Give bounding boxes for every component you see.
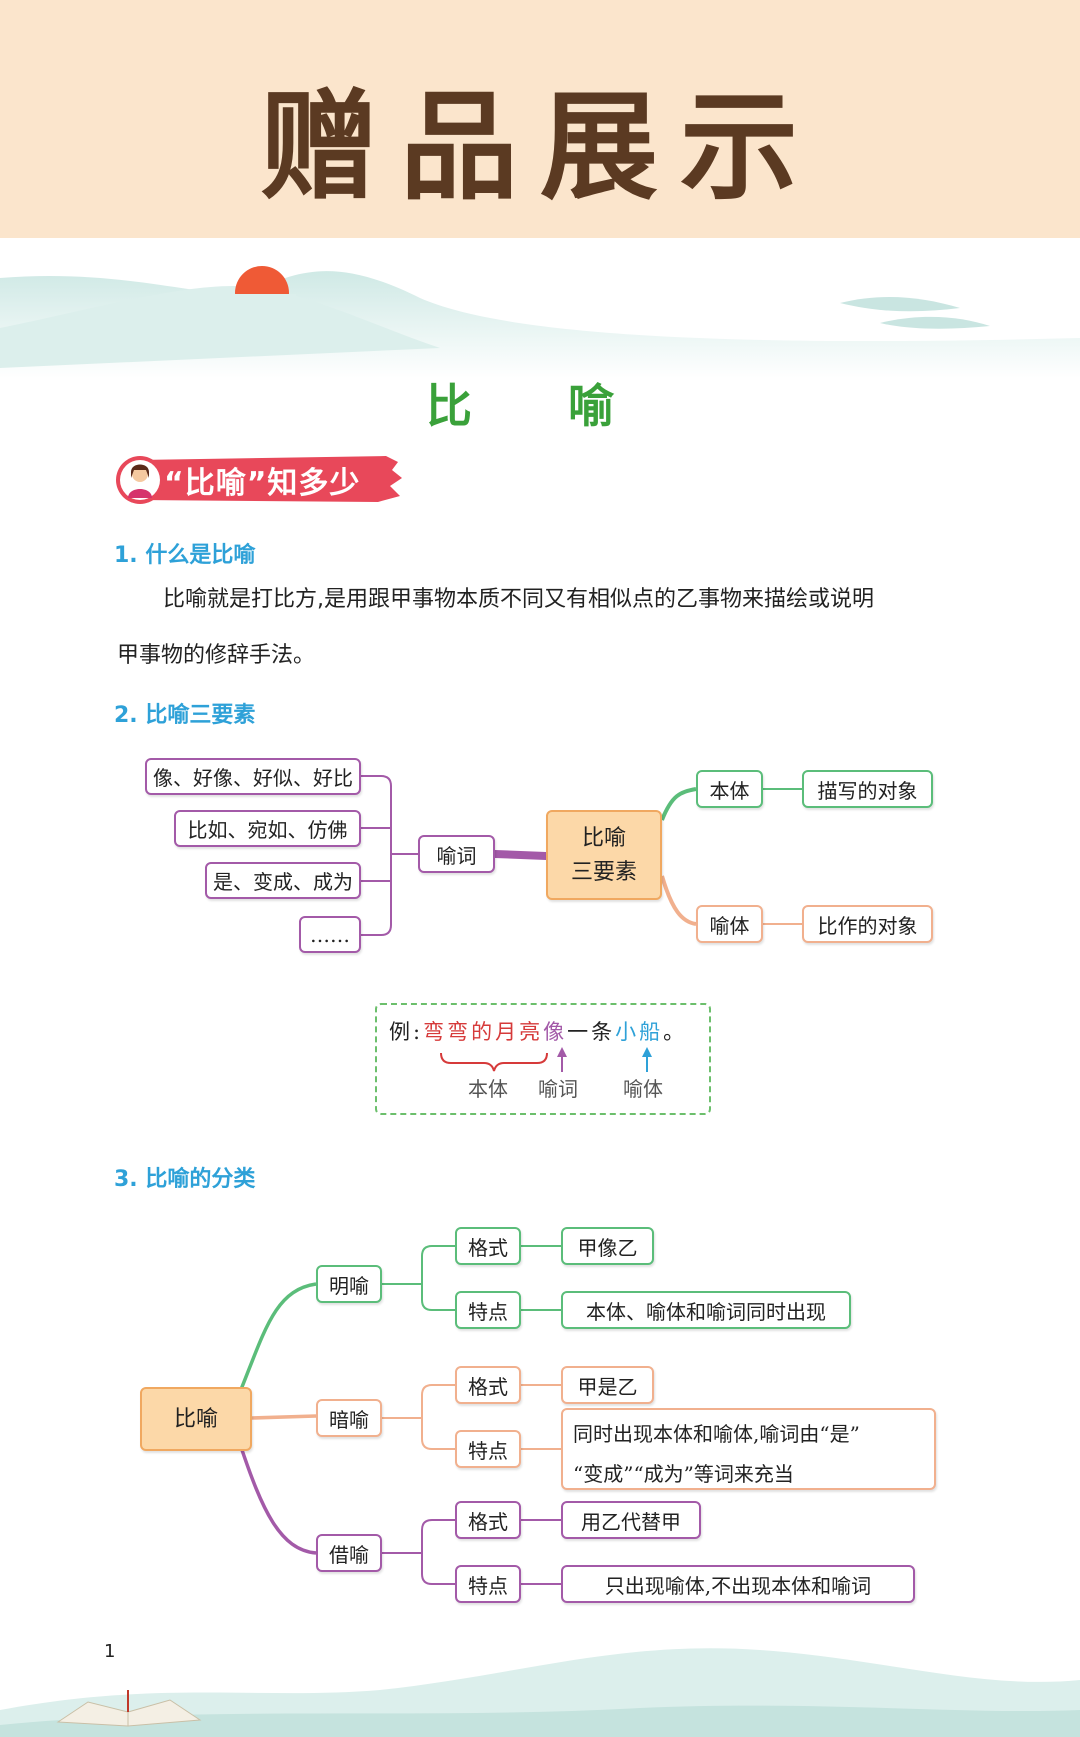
yuti-node: 喻体 bbox=[696, 905, 763, 943]
anyu-format: 甲是乙 bbox=[561, 1366, 654, 1404]
three-elements-center-node: 比喻 三要素 bbox=[546, 810, 662, 900]
anyu-feature: 同时出现本体和喻体,喻词由“是” “变成”“成为”等词来充当 bbox=[561, 1408, 936, 1490]
example-label-yuti: 喻体 bbox=[623, 1077, 663, 1101]
minyu-node: 明喻 bbox=[316, 1265, 382, 1303]
anyu-feature-line-1: 同时出现本体和喻体,喻词由“是” bbox=[573, 1422, 860, 1446]
center-line-2: 三要素 bbox=[570, 859, 637, 884]
banner-text: “比喻”知多少 bbox=[164, 466, 361, 501]
mountain-scenery-top bbox=[0, 266, 1080, 378]
example-yuti: 小船 bbox=[615, 1020, 664, 1044]
header-band bbox=[0, 0, 1080, 238]
example-box bbox=[375, 1003, 711, 1115]
example-yuci: 像 bbox=[543, 1020, 568, 1044]
anyu-format-label: 格式 bbox=[455, 1366, 521, 1404]
center-line-1: 比喻 bbox=[581, 825, 626, 850]
definition-line-2: 甲事物的修辞手法。 bbox=[117, 643, 316, 668]
classification-root-node: 比喻 bbox=[140, 1387, 252, 1451]
example-label-benti: 本体 bbox=[468, 1077, 508, 1101]
example-label-yuci: 喻词 bbox=[538, 1077, 578, 1101]
jieyu-feature-label: 特点 bbox=[455, 1565, 521, 1603]
minyu-format: 甲像乙 bbox=[561, 1227, 654, 1265]
yuci-node: 喻词 bbox=[418, 835, 495, 873]
section-title: 比 喻 bbox=[425, 379, 654, 433]
example-suffix: 。 bbox=[663, 1020, 688, 1044]
benti-node: 本体 bbox=[696, 770, 763, 808]
yuci-example-1: 像、好像、好似、好比 bbox=[145, 758, 361, 795]
definition-line-1: 比喻就是打比方,是用跟甲事物本质不同又有相似点的乙事物来描绘或说明 bbox=[163, 587, 874, 612]
example-sentence: 例:弯弯的月亮像一条小船。 bbox=[389, 1016, 687, 1046]
yuti-desc-node: 比作的对象 bbox=[802, 905, 933, 943]
minyu-feature: 本体、喻体和喻词同时出现 bbox=[561, 1291, 851, 1329]
heading-three-elements: 2. 比喻三要素 bbox=[114, 703, 256, 728]
definition-paragraph: 比喻就是打比方,是用跟甲事物本质不同又有相似点的乙事物来描绘或说明 甲事物的修辞… bbox=[117, 572, 977, 684]
example-prefix: 例: bbox=[389, 1020, 424, 1044]
yuci-example-3: 是、变成、成为 bbox=[205, 862, 361, 899]
anyu-feature-line-2: “变成”“成为”等词来充当 bbox=[573, 1462, 794, 1486]
benti-desc-node: 描写的对象 bbox=[802, 770, 933, 808]
anyu-feature-label: 特点 bbox=[455, 1430, 521, 1468]
anyu-node: 暗喻 bbox=[316, 1399, 382, 1437]
mountain-scenery-bottom bbox=[0, 1648, 1080, 1737]
jieyu-node: 借喻 bbox=[316, 1534, 382, 1572]
page-title: 赠品展示 bbox=[259, 78, 820, 216]
page-number: 1 bbox=[104, 1641, 116, 1662]
minyu-format-label: 格式 bbox=[455, 1227, 521, 1265]
jieyu-format-label: 格式 bbox=[455, 1501, 521, 1539]
heading-classification: 3. 比喻的分类 bbox=[114, 1167, 256, 1192]
heading-what-is-simile: 1. 什么是比喻 bbox=[114, 543, 256, 568]
jieyu-format: 用乙代替甲 bbox=[561, 1501, 701, 1539]
yuci-example-4: …… bbox=[299, 916, 361, 953]
example-middle: 一条 bbox=[567, 1020, 616, 1044]
topic-banner: “比喻”知多少 bbox=[116, 452, 404, 506]
open-book-icon bbox=[56, 1690, 202, 1727]
example-benti: 弯弯的月亮 bbox=[423, 1020, 544, 1044]
yuci-example-2: 比如、宛如、仿佛 bbox=[174, 810, 361, 847]
jieyu-feature: 只出现喻体,不出现本体和喻词 bbox=[561, 1565, 915, 1603]
minyu-feature-label: 特点 bbox=[455, 1291, 521, 1329]
